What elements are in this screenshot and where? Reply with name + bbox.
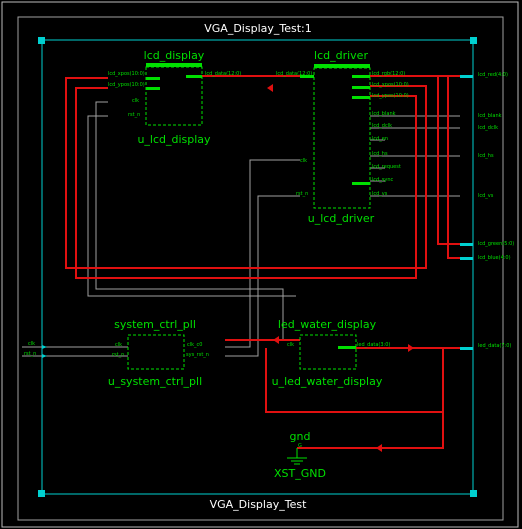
- output-pin-lcd-dclk[interactable]: lcd_dclk: [478, 125, 498, 131]
- pin-stub: [352, 86, 370, 89]
- system-ctrl-pll-block[interactable]: system_ctrl_pll u_system_ctrl_pll clk rs…: [108, 318, 209, 388]
- lcd-driver-block[interactable]: lcd_driver u_lcd_driver lcd_data(12:0) c…: [276, 49, 409, 225]
- gnd-label: gnd: [290, 430, 311, 443]
- lcd-display-instance: u_lcd_display: [137, 133, 211, 146]
- port-label: lcd_vs: [372, 191, 388, 197]
- port-label: clk: [287, 342, 294, 348]
- pin-stub: [300, 75, 314, 78]
- led-water-display-block[interactable]: led_water_display u_led_water_display cl…: [272, 318, 391, 388]
- led-box[interactable]: [299, 334, 357, 370]
- pin-stub: [146, 87, 160, 90]
- pin-stub: [338, 346, 356, 349]
- led-label: led_water_display: [278, 318, 377, 331]
- output-pin-stub: [460, 347, 473, 350]
- input-pin-rst-n[interactable]: rst_n: [24, 351, 36, 357]
- pin-stub: [352, 182, 370, 185]
- port-label: rst_n: [296, 191, 308, 197]
- output-pin-lcd-hs[interactable]: lcd_hs: [478, 153, 494, 159]
- port-label: clk: [300, 158, 307, 164]
- input-pin-clk[interactable]: clk: [28, 341, 35, 347]
- port-label: lcd_sync: [372, 177, 394, 183]
- top-input-pins: clk rst_n: [24, 341, 47, 358]
- port-label: rst_n: [112, 352, 124, 358]
- output-pin-stub: [460, 75, 473, 78]
- port-label: led_data(3:0): [357, 342, 390, 348]
- module-title-top: VGA_Display_Test:1: [204, 22, 312, 35]
- pll-instance: u_system_ctrl_pll: [108, 375, 202, 388]
- port-label: clk_c0: [187, 342, 202, 348]
- red-bus-wires: [65, 75, 460, 449]
- module-title-bottom: VGA_Display_Test: [210, 498, 307, 511]
- gnd-instance: XST_GND: [274, 467, 326, 480]
- pin-stub: [352, 96, 370, 99]
- red-arrows: [267, 84, 414, 452]
- port-label: lcd_request: [372, 164, 401, 170]
- gnd-symbol[interactable]: gnd G XST_GND: [274, 430, 326, 480]
- port-label: lcd_data(12:0): [205, 71, 241, 77]
- port-label: lcd_hs: [372, 151, 388, 157]
- lcd-driver-instance: u_lcd_driver: [308, 212, 375, 225]
- pll-box[interactable]: [127, 334, 185, 370]
- pin-stub: [146, 77, 160, 80]
- port-label: clk: [115, 342, 122, 348]
- port-label: sys_rst_n: [186, 352, 209, 358]
- output-pin-lcd-blue[interactable]: lcd_blue(4:0): [478, 255, 511, 261]
- output-pin-lcd-red[interactable]: lcd_red(4:0): [478, 72, 508, 78]
- output-pin-stub: [460, 257, 473, 260]
- pin-stub: [186, 75, 202, 78]
- pll-label: system_ctrl_pll: [114, 318, 196, 331]
- module-frame[interactable]: [41, 39, 474, 495]
- port-label: lcd_en: [372, 136, 388, 142]
- pin-stub: [352, 75, 370, 78]
- corner-handle[interactable]: [38, 37, 45, 44]
- port-label: rst_n: [128, 112, 140, 118]
- lcd-display-block[interactable]: lcd_display u_lcd_display lcd_xpos(10:0)…: [108, 49, 241, 146]
- port-label: lcd_xpos(10:0): [108, 71, 145, 77]
- lcd-display-label: lcd_display: [144, 49, 205, 62]
- gnd-pin-label: G: [298, 443, 302, 449]
- port-label: lcd_ypos(10:0): [108, 82, 145, 88]
- port-label: lcd_ypos(10:0): [372, 93, 409, 99]
- led-instance: u_led_water_display: [272, 375, 383, 388]
- port-label: clk: [132, 98, 139, 104]
- output-pin-lcd-blank[interactable]: lcd_blank: [478, 113, 502, 119]
- lcd-display-bar: [146, 63, 202, 67]
- port-label: lcd_blank: [372, 111, 396, 117]
- output-pin-led-data[interactable]: led_data(7:0): [478, 343, 511, 349]
- port-label: lcd_xpos(10:0): [372, 82, 409, 88]
- output-pin-stub: [460, 243, 473, 246]
- port-label: lcd_dclk: [372, 123, 392, 129]
- corner-handle[interactable]: [470, 490, 477, 497]
- top-output-pins: lcd_red(4:0) lcd_blank lcd_dclk lcd_hs l…: [460, 72, 514, 350]
- corner-handle[interactable]: [38, 490, 45, 497]
- port-label: lcd_rgb(12:0): [372, 71, 405, 77]
- output-pin-lcd-green[interactable]: lcd_green(5:0): [478, 241, 514, 247]
- port-label: lcd_data(12:0): [276, 71, 312, 77]
- gray-wires: [22, 101, 460, 357]
- output-pin-lcd-vs[interactable]: lcd_vs: [478, 193, 494, 199]
- lcd-driver-label: lcd_driver: [314, 49, 368, 62]
- sheet-frame: [17, 16, 504, 521]
- corner-handle[interactable]: [470, 37, 477, 44]
- lcd-driver-bar: [314, 64, 370, 68]
